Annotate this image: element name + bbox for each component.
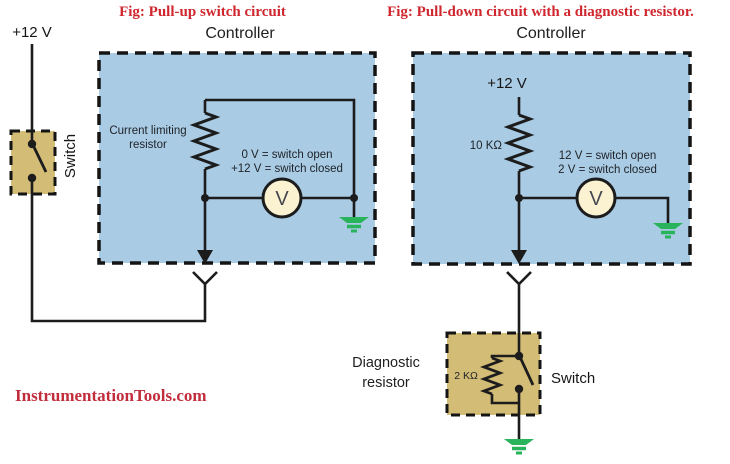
junction-dot	[514, 351, 524, 361]
wire	[30, 178, 207, 323]
resistor-icon	[480, 356, 504, 396]
junction-dot	[350, 194, 358, 202]
connector-icon	[192, 271, 218, 286]
arrow-down-icon	[511, 250, 527, 264]
connector-icon	[506, 271, 532, 286]
junction-dot	[514, 384, 524, 394]
figure-title-pullup: Fig: Pull-up switch circuit	[119, 4, 286, 20]
wire	[490, 354, 519, 358]
pulldown-state-line1: 12 V = switch open	[558, 150, 657, 162]
ground-icon	[504, 439, 534, 455]
pulldown-state-line2: 2 V = switch closed	[558, 164, 657, 177]
voltmeter-label: V	[589, 188, 603, 210]
switch-label-left: Switch	[62, 133, 79, 179]
pullup-resistor-value: 10 KΩ	[469, 140, 502, 152]
junction-dot	[27, 173, 37, 183]
pulldown-controller-box	[411, 51, 692, 266]
voltmeter-icon: V	[261, 177, 303, 219]
supply-label-left: +12 V	[12, 24, 52, 41]
pulldown-wires	[480, 97, 670, 439]
voltmeter-label: V	[275, 188, 289, 210]
junction-dot	[27, 139, 37, 149]
ground-icon	[653, 223, 683, 239]
pullup-controller-box	[97, 51, 377, 265]
wire	[490, 394, 519, 405]
arrow-down-icon	[197, 250, 213, 264]
resistor-icon	[189, 111, 221, 171]
diagnostic-label-line1: Diagnostic	[352, 355, 420, 371]
switch-contact-icon	[518, 356, 535, 386]
wire	[519, 196, 670, 223]
pullup-state-line1: 0 V = switch open	[241, 149, 333, 161]
switch-label-right: Switch	[551, 370, 596, 387]
controller-label-right: Controller	[516, 25, 586, 42]
watermark: InstrumentationTools.com	[15, 386, 207, 405]
wire	[205, 98, 356, 198]
junction-dot	[515, 194, 523, 202]
diagnostic-label-line2: resistor	[362, 374, 410, 391]
junction-dot	[201, 194, 209, 202]
supply-label-right: +12 V	[487, 75, 527, 92]
ground-icon	[339, 217, 369, 233]
current-limiting-line2: resistor	[129, 139, 167, 152]
pullup-state-line2: +12 V = switch closed	[231, 163, 343, 176]
diagnostic-resistor-value: 2 KΩ	[454, 370, 478, 382]
switch-contact-icon	[31, 144, 48, 173]
controller-label-left: Controller	[205, 25, 275, 42]
voltmeter-icon: V	[575, 177, 617, 219]
figure-title-pulldown: Fig: Pull-down circuit with a diagnostic…	[387, 4, 694, 20]
current-limiting-line1: Current limiting	[109, 125, 187, 137]
resistor-icon	[503, 113, 535, 173]
